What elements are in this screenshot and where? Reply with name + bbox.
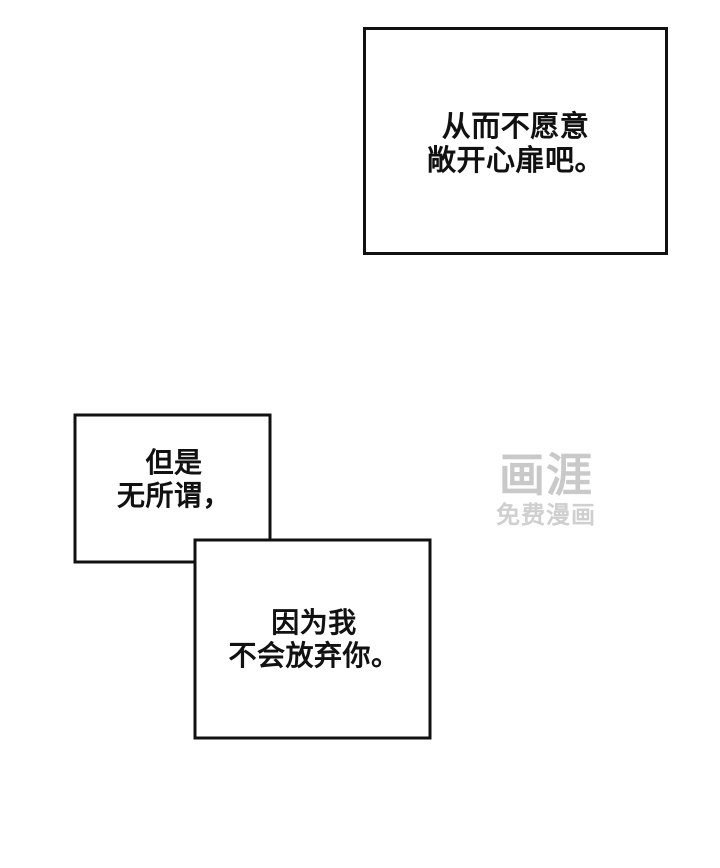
panel-1-caption: 从而不愿意 敞开心扉吧。 bbox=[426, 111, 604, 178]
watermark-logo-text: 画涯 bbox=[499, 449, 593, 501]
panel-2-step-edge bbox=[193, 538, 272, 564]
panel-2-upper-caption: 但是 无所谓， bbox=[116, 447, 231, 512]
watermark: 画涯 免费漫画 bbox=[478, 452, 614, 528]
comic-panel-1 bbox=[363, 27, 668, 255]
watermark-tagline: 免费漫画 bbox=[496, 502, 596, 529]
panel-2-lower-caption: 因为我 不会放弃你。 bbox=[228, 607, 400, 672]
